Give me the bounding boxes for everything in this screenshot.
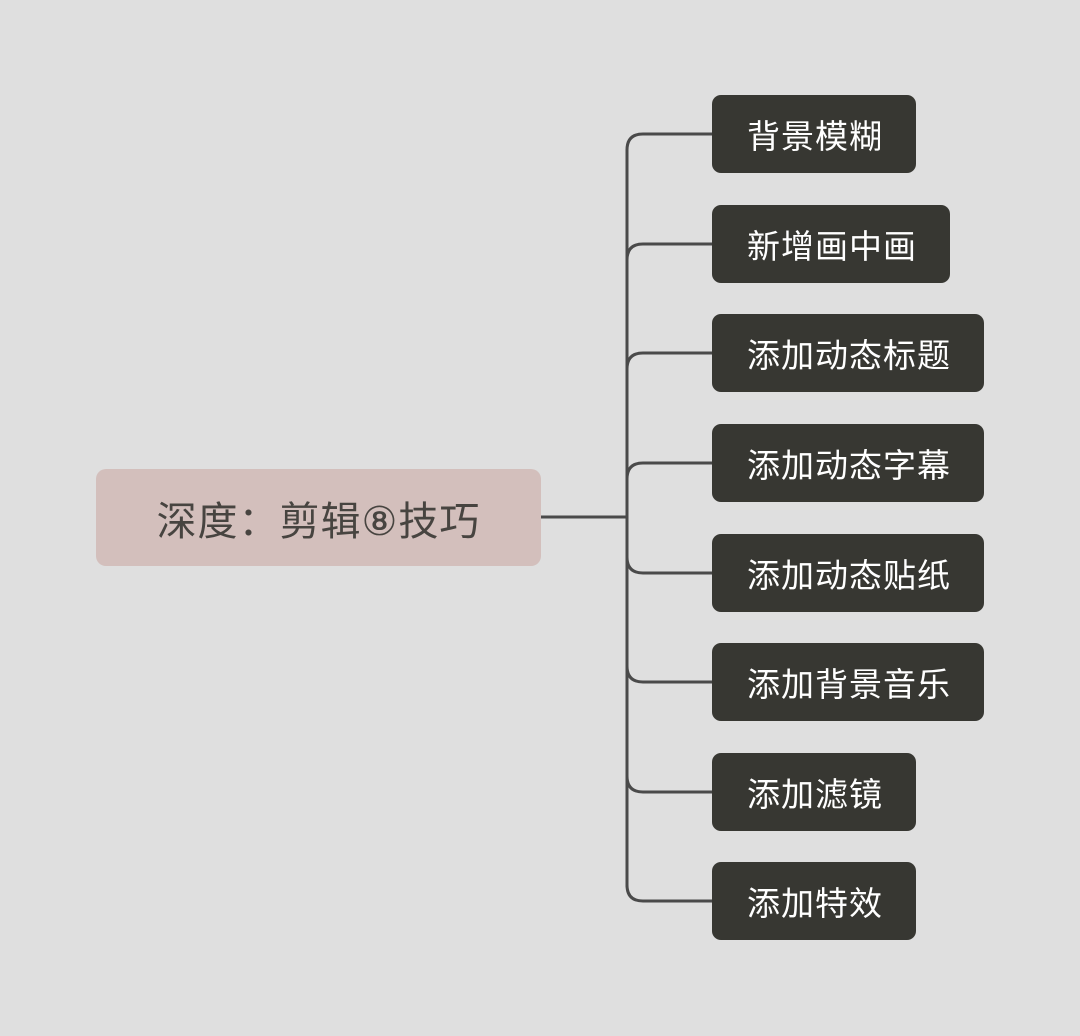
branch-node-picture-in-picture[interactable]: 新增画中画: [712, 205, 950, 283]
branch-node-effects[interactable]: 添加特效: [712, 862, 916, 940]
branch-node-filters[interactable]: 添加滤镜: [712, 753, 916, 831]
branch-node-label: 背景模糊: [747, 117, 883, 156]
branch-connector: [625, 774, 714, 794]
branch-node-background-music[interactable]: 添加背景音乐: [712, 643, 984, 721]
branch-connector: [625, 664, 714, 684]
branch-node-label: 添加特效: [747, 884, 883, 923]
branch-connector: [625, 461, 714, 481]
branch-connector: [625, 132, 714, 152]
branch-node-label: 新增画中画: [747, 227, 917, 266]
branch-connector: [625, 351, 714, 371]
branch-node-dynamic-title[interactable]: 添加动态标题: [712, 314, 984, 392]
branch-node-label: 添加背景音乐: [747, 665, 951, 704]
branch-connector: [625, 883, 714, 903]
branch-connector: [625, 555, 714, 575]
root-node-label: 深度：剪辑⑧技巧: [156, 498, 481, 545]
branch-node-label: 添加滤镜: [747, 775, 883, 814]
branch-node-dynamic-subtitles[interactable]: 添加动态字幕: [712, 424, 984, 502]
branch-node-label: 添加动态贴纸: [747, 556, 951, 595]
root-node[interactable]: 深度：剪辑⑧技巧: [96, 469, 541, 566]
branch-node-background-blur[interactable]: 背景模糊: [712, 95, 916, 173]
branch-node-dynamic-stickers[interactable]: 添加动态贴纸: [712, 534, 984, 612]
branch-node-label: 添加动态标题: [747, 336, 951, 375]
branch-node-label: 添加动态字幕: [747, 446, 951, 485]
branch-connector: [625, 242, 714, 262]
